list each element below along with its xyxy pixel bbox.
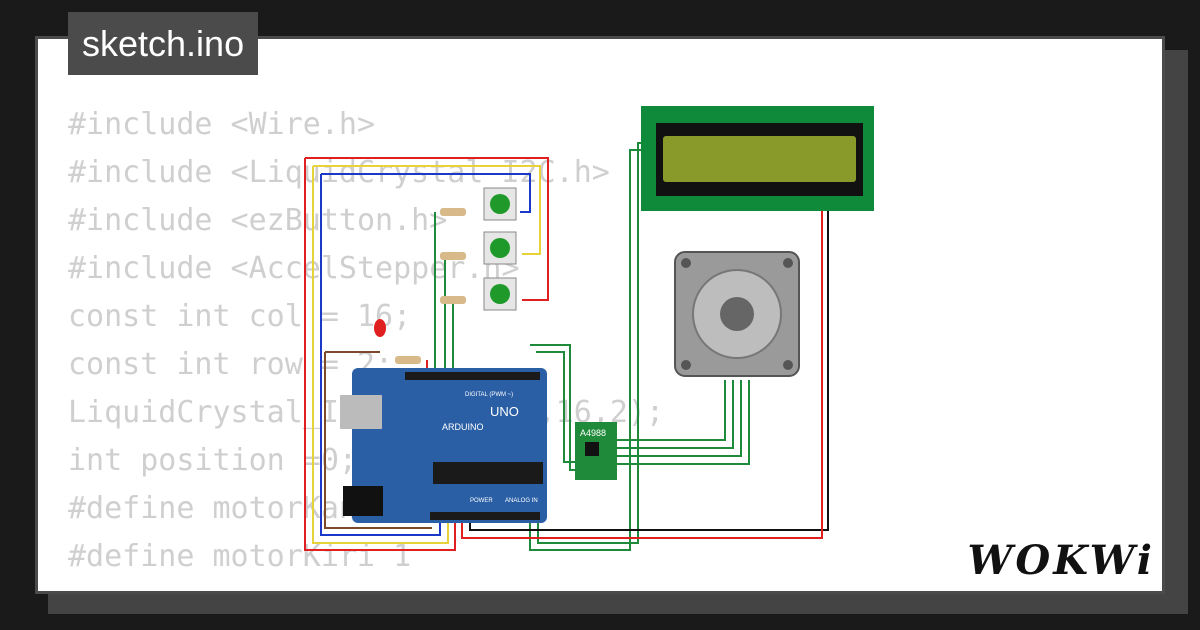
driver-label: A4988 (580, 428, 606, 438)
sketch-title: sketch.ino (68, 12, 259, 75)
arduino-model-label: UNO (490, 404, 519, 419)
arduino-brand-label: ARDUINO (442, 422, 484, 432)
wokwi-logo: WOKWi (967, 537, 1155, 584)
arduino-digital-label: DIGITAL (PWM ~) (465, 392, 513, 398)
code-line: #include <LiquidCrystal_I2C.h> (68, 155, 610, 190)
lcd-display (641, 106, 874, 211)
push-buttons (483, 187, 517, 311)
preview-card: #include <Wire.h> #include <LiquidCrystal… (35, 36, 1165, 594)
code-line: #define motorKiri 1 (68, 539, 412, 574)
code-line: AccelStepper stepper(AccelStepper::DRIVE… (68, 581, 953, 591)
a4988-driver: A4988 (575, 422, 617, 480)
code-preview: #include <Wire.h> #include <LiquidCrystal… (68, 101, 953, 591)
resistors (395, 208, 466, 364)
arduino-analog-label: ANALOG IN (505, 498, 538, 504)
code-line: const int col = 16; (68, 299, 412, 334)
arduino-uno-board: DIGITAL (PWM ~) ARDUINO UNO POWER ANALOG… (340, 368, 547, 523)
code-line: #include <AccelStepper.h> (68, 251, 520, 286)
led (374, 319, 386, 337)
code-line: int position =0; (68, 443, 357, 478)
code-line: const int row = 2; (68, 347, 394, 382)
arduino-power-label: POWER (470, 498, 493, 504)
code-line: #include <Wire.h> (68, 107, 376, 142)
stepper-motor (674, 251, 800, 377)
code-line: #include <ezButton.h> (68, 203, 448, 238)
